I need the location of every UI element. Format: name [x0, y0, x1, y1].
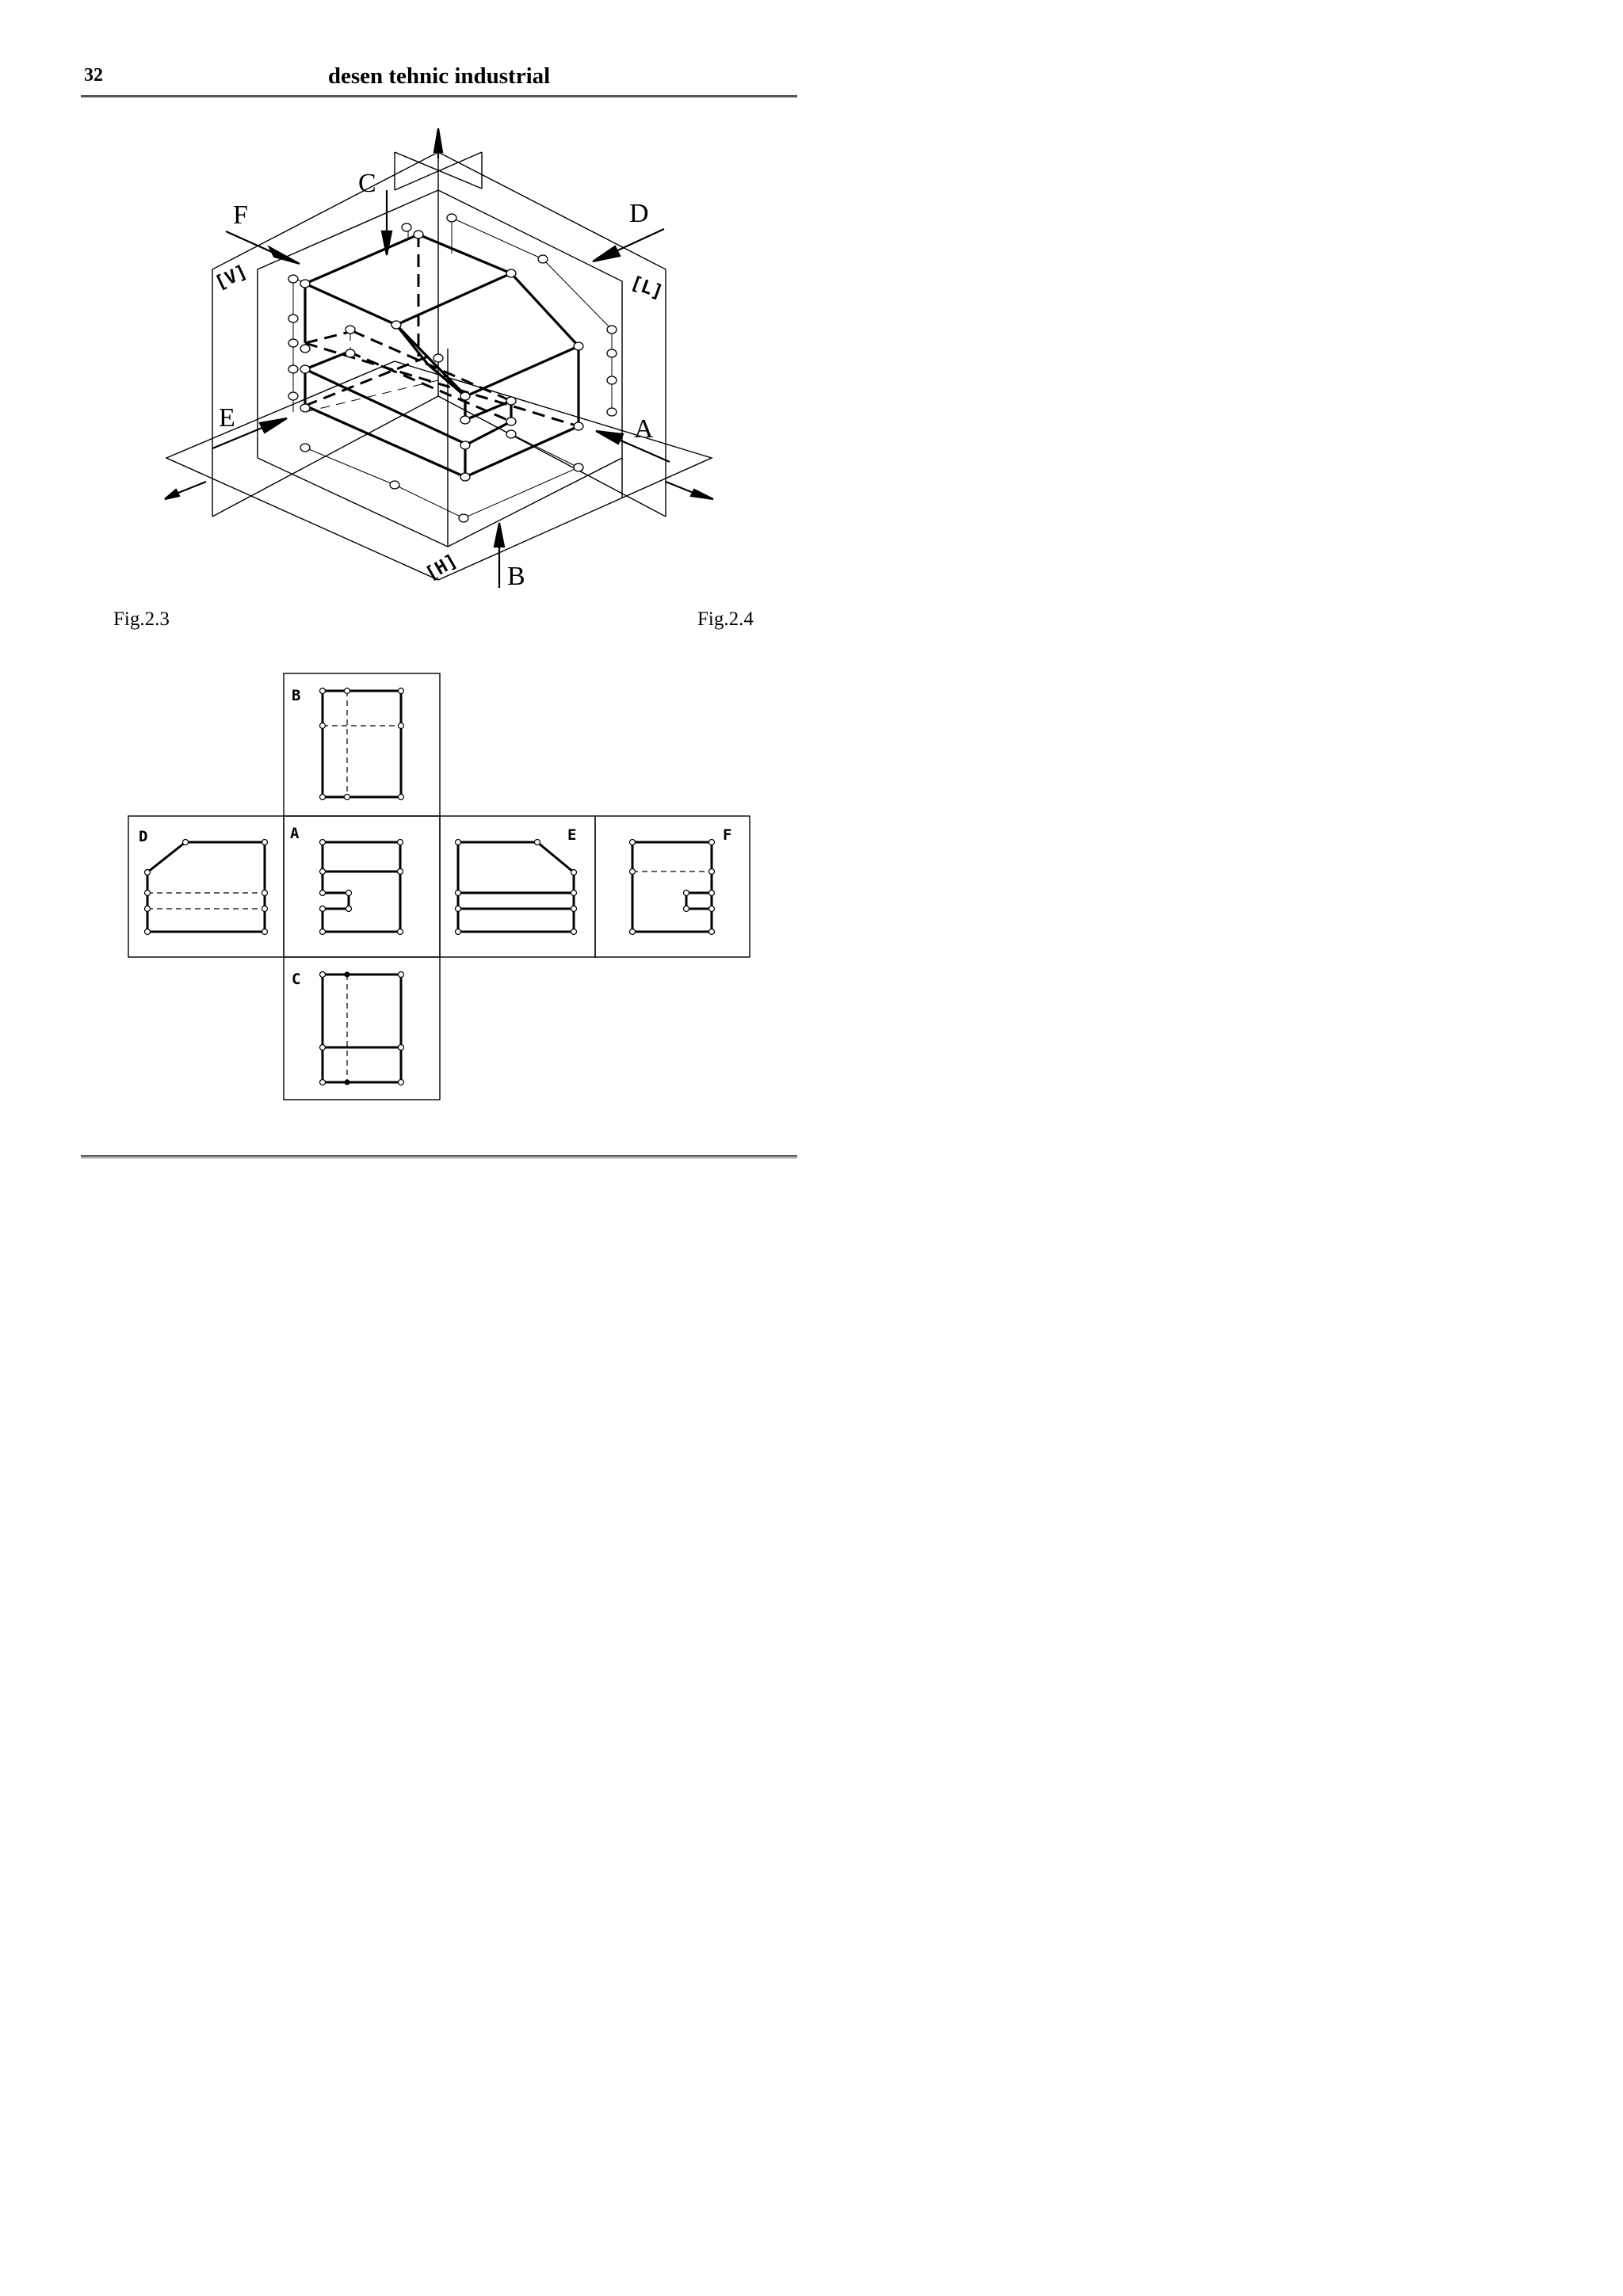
- view-label-e: E: [219, 403, 235, 433]
- projection-filled-markers: [344, 971, 350, 1085]
- projection-vertex-markers: [143, 687, 716, 1086]
- view-label-b: B: [507, 562, 525, 591]
- orthographic-views-figure: B D A E F C: [128, 673, 750, 1100]
- figure-caption-left: Fig.2.3: [113, 608, 170, 630]
- projection-hidden-edges: [147, 691, 712, 1082]
- object-visible-edges: [304, 233, 580, 479]
- page-number: 32: [84, 65, 103, 86]
- vertex-markers: [288, 213, 617, 523]
- page-header: 32 desen tehnic industrial: [81, 62, 797, 98]
- view-label-c: C: [358, 169, 376, 198]
- footer-rule: [81, 1155, 797, 1158]
- projection-label-b: B: [292, 687, 300, 704]
- view-label-f: F: [233, 200, 248, 230]
- view-letters: C F D E A B: [219, 169, 654, 591]
- figure-caption-right: Fig.2.4: [697, 608, 754, 630]
- view-arrows: [164, 128, 714, 588]
- projection-label-a: A: [290, 825, 300, 842]
- header-rule: [81, 95, 797, 97]
- projection-label-e: E: [567, 826, 576, 844]
- view-label-d: D: [629, 199, 649, 228]
- page-title: desen tehnic industrial: [327, 63, 551, 89]
- projection-label-c: C: [292, 971, 300, 988]
- projection-view-letters: B D A E F C: [139, 687, 731, 988]
- projection-label-f: F: [723, 826, 731, 844]
- isometric-projection-figure: C F D E A B [V] [L] [H]: [164, 128, 714, 591]
- view-frames: [128, 673, 750, 1100]
- projection-visible-edges: [146, 689, 713, 1084]
- view-label-a: A: [634, 414, 654, 444]
- projection-label-d: D: [139, 828, 147, 845]
